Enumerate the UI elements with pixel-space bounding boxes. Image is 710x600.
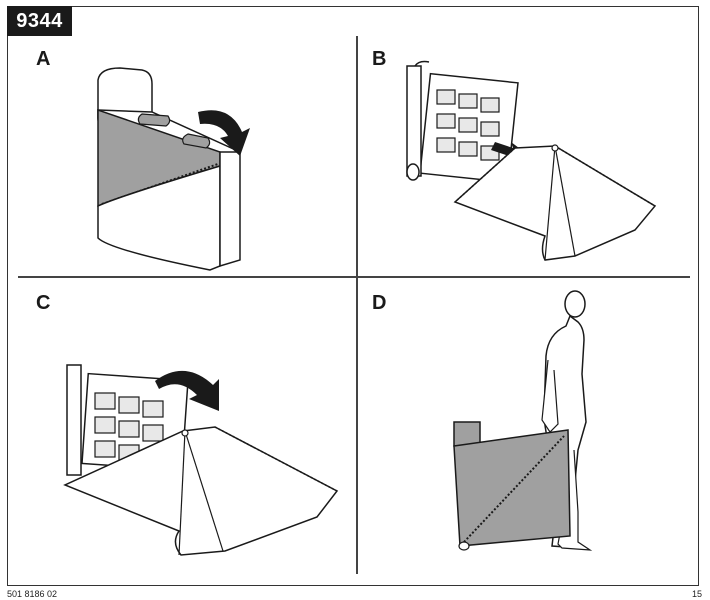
panel-d-label: D (372, 292, 387, 314)
cushion-unzip-icon (97, 67, 250, 271)
model-number-badge: 9344 (7, 6, 72, 36)
panel-c-label: C (36, 292, 51, 314)
part-number: 501 8186 02 (7, 589, 58, 599)
page-frame (7, 6, 699, 586)
cover-fold-icon (63, 364, 339, 556)
panel-b-label: B (372, 48, 387, 70)
seat-frame-remove-icon (406, 60, 657, 261)
panel-a-label: A (36, 48, 51, 70)
page-number: 15 (691, 589, 702, 599)
vertical-divider (356, 36, 358, 574)
horizontal-divider (18, 276, 690, 278)
person-carry-icon (453, 290, 593, 551)
